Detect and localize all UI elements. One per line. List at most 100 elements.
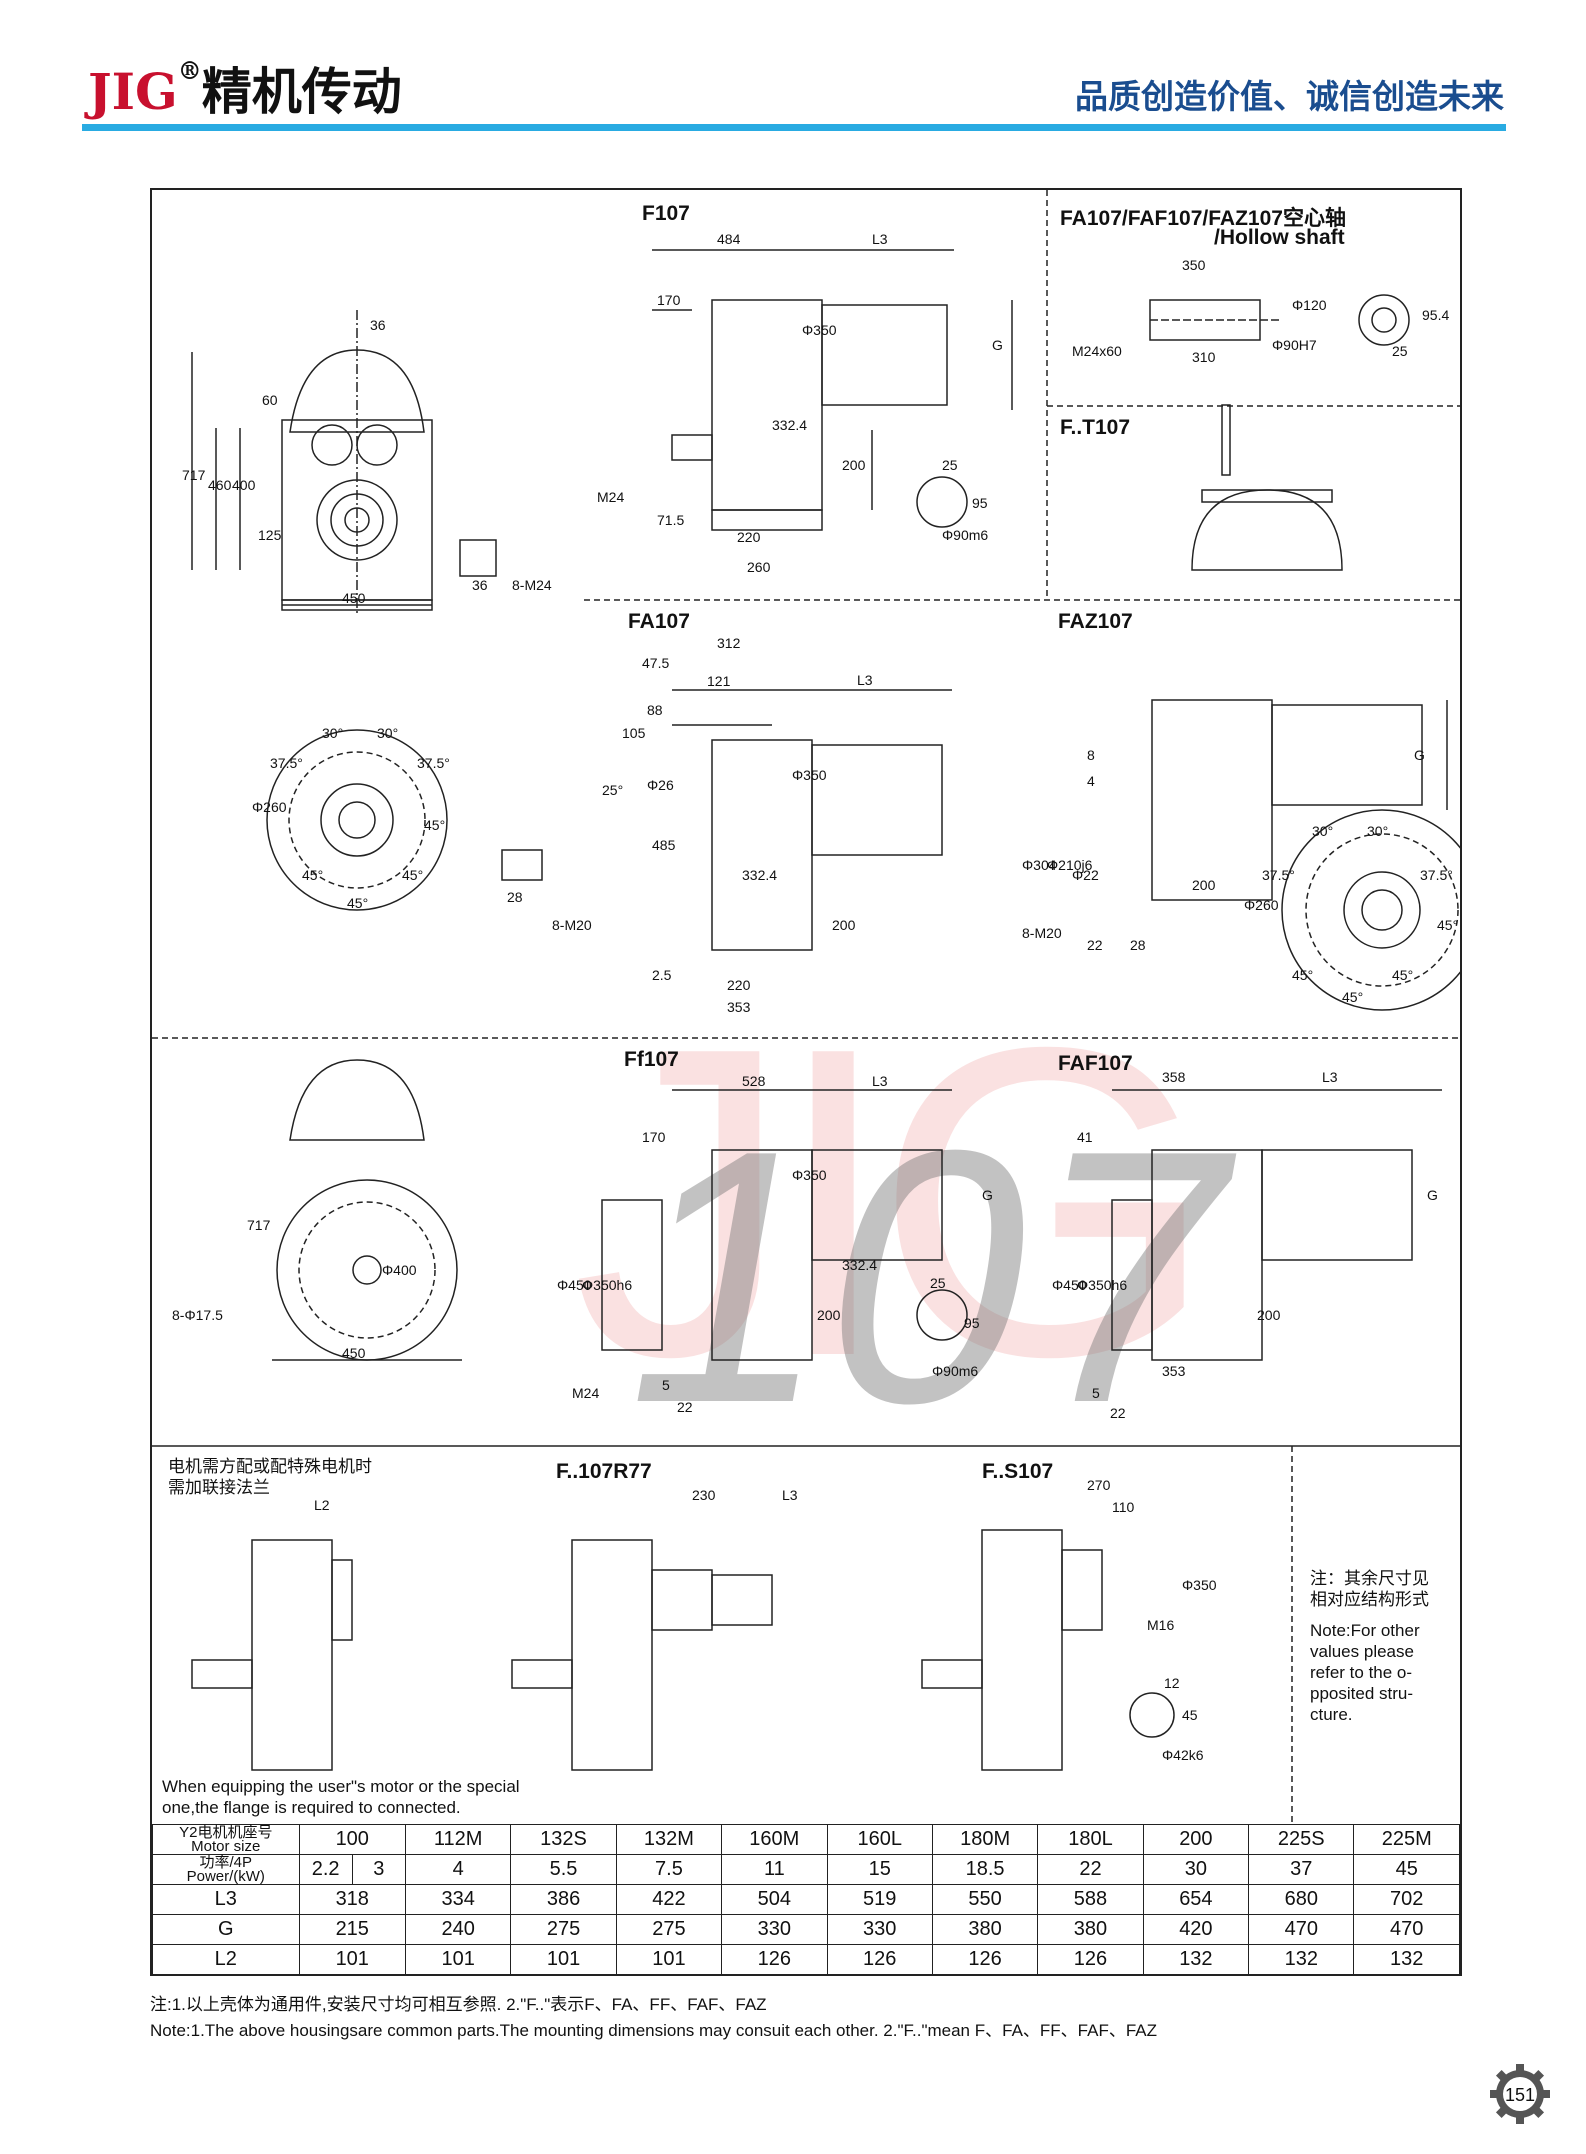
brand-logo: JIG®精机传动 xyxy=(88,52,402,124)
table-cell: 330 xyxy=(826,1914,933,1945)
title-f107: F107 xyxy=(642,202,690,225)
title-ft107: F..T107 xyxy=(1060,416,1131,439)
front-dim: 36 xyxy=(370,317,386,333)
note-line: 相对应结构形式 xyxy=(1310,1590,1429,1609)
f107-key-dim: Φ90m6 xyxy=(942,527,988,543)
table-cell: 654 xyxy=(1142,1884,1250,1915)
ff107-dim: Φ350 xyxy=(792,1167,827,1183)
brand-code: JIG xyxy=(88,62,178,121)
note-line: refer to the o- xyxy=(1310,1663,1413,1682)
ff107-dim: 528 xyxy=(742,1073,766,1089)
table-cell: 160L xyxy=(826,1824,933,1855)
fs107-dim: 45 xyxy=(1182,1707,1198,1723)
motor-note-en: When equipping the user"s motor or the s… xyxy=(162,1776,520,1818)
ff107-view xyxy=(601,1089,968,1361)
table-cell: 330 xyxy=(721,1914,828,1945)
table-cell: 422 xyxy=(615,1884,723,1915)
flange-right-dim: 45° xyxy=(1392,967,1413,983)
ff-front-dim: 8-Φ17.5 xyxy=(172,1307,223,1323)
table-cell: 380 xyxy=(931,1914,1039,1945)
faz107-dim: Φ304 xyxy=(1022,857,1057,873)
table-row-l2: L2 101 101 101 101 126 126 126 126 132 1… xyxy=(152,1944,1460,1975)
fa107-dim: 353 xyxy=(727,999,751,1015)
faf107-dim: 22 xyxy=(1110,1405,1126,1421)
table-cell: 7.5 xyxy=(615,1854,723,1885)
row-header: L2 xyxy=(152,1944,300,1975)
front-dim: 8-M24 xyxy=(512,577,552,593)
table-row-l3: L3 318 334 386 422 504 519 550 588 654 6… xyxy=(152,1884,1460,1915)
flange-left-dim: 45° xyxy=(347,895,368,911)
motor-flange-view xyxy=(191,1539,353,1771)
f107-dim: 200 xyxy=(842,457,866,473)
fa107-dim: 88 xyxy=(647,702,663,718)
fa107-dim: 220 xyxy=(727,977,751,993)
flange-left-dim: 8-M20 xyxy=(552,917,592,933)
table-cell: 30 xyxy=(1142,1854,1250,1885)
watermark-brand: JIG xyxy=(572,957,1216,1448)
table-cell: 275 xyxy=(510,1914,617,1945)
ff107-dim: 200 xyxy=(817,1307,841,1323)
faz107-dim: 22 xyxy=(1087,937,1103,953)
registered-mark: ® xyxy=(177,56,202,85)
front-dim: 460 xyxy=(208,477,232,493)
motor-note-cn: 电机需方配或配特殊电机时 需加联接法兰 xyxy=(168,1456,372,1498)
ff-front-view xyxy=(272,1059,462,1361)
row-header: G xyxy=(152,1914,300,1945)
fa107-dim: L3 xyxy=(857,672,873,688)
front-dim: 125 xyxy=(258,527,282,543)
other-values-note: 注：其余尺寸见 相对应结构形式 Note:For other values pl… xyxy=(1310,1568,1429,1725)
f107-key-dim: 95 xyxy=(972,495,988,511)
fr77-view xyxy=(511,1539,773,1771)
fa107-dim: 332.4 xyxy=(742,867,777,883)
hollow-dim: M24x60 xyxy=(1072,343,1122,359)
f107-dim: M24 xyxy=(597,489,624,505)
flange-left-view xyxy=(266,729,543,911)
faf107-view xyxy=(1111,1089,1442,1361)
table-cell: 180M xyxy=(931,1824,1039,1855)
fa107-dim: 47.5 xyxy=(642,655,669,671)
row-header-en: Motor size xyxy=(191,1837,261,1855)
flange-right-dim: 45° xyxy=(1437,917,1458,933)
row-header-cn: 功率/4P xyxy=(199,1853,253,1871)
ff107-dim: 170 xyxy=(642,1129,666,1145)
faf107-dim: 41 xyxy=(1077,1129,1093,1145)
table-cell: 132 xyxy=(1142,1944,1250,1975)
note-line: 注：其余尺寸见 xyxy=(1310,1569,1429,1588)
flange-left-dim: Φ260 xyxy=(252,799,287,815)
flange-right-dim: 45° xyxy=(1342,989,1363,1005)
f107-dim: 332.4 xyxy=(772,417,807,433)
faz107-dim: Φ210j6 xyxy=(1047,857,1093,873)
table-cell: 126 xyxy=(931,1944,1039,1975)
flange-right-dim: 37.5° xyxy=(1262,867,1295,883)
table-cell: 160M xyxy=(721,1824,828,1855)
table-cell: 132S xyxy=(510,1824,617,1855)
hollow-dim: 310 xyxy=(1192,349,1216,365)
flange-left-dim: 37.5° xyxy=(270,755,303,771)
faf107-dim: 358 xyxy=(1162,1069,1186,1085)
fr77-dim: L3 xyxy=(782,1487,798,1503)
faf107-dim: Φ350h6 xyxy=(1077,1277,1127,1293)
table-cell: 126 xyxy=(1037,1944,1144,1975)
note-line: Note:For other xyxy=(1310,1621,1420,1640)
hollow-dim: 25 xyxy=(1392,343,1408,359)
table-row-g: G 215 240 275 275 330 330 380 380 420 47… xyxy=(152,1914,1460,1945)
table-cell: 101 xyxy=(510,1944,617,1975)
table-cell: 215 xyxy=(298,1914,406,1945)
table-cell: 11 xyxy=(721,1854,828,1885)
faz107-dim: 8 xyxy=(1087,747,1095,763)
f107-key-dim: 25 xyxy=(942,457,958,473)
title-fr77: F..107R77 xyxy=(556,1460,652,1483)
flange-right-dim: 30° xyxy=(1367,823,1388,839)
hollow-dim: Φ90H7 xyxy=(1272,337,1317,353)
table-cell: 318 xyxy=(298,1884,406,1915)
front-dim: 60 xyxy=(262,392,278,408)
ff107-dim: 5 xyxy=(662,1377,670,1393)
motor-note-en-line: When equipping the user"s motor or the s… xyxy=(162,1777,520,1796)
fs107-dim: Φ42k6 xyxy=(1162,1747,1204,1763)
faf107-dim: Φ450 xyxy=(1052,1277,1087,1293)
table-cell: 386 xyxy=(510,1884,617,1915)
hollow-dim: Φ120 xyxy=(1292,297,1327,313)
flange-right-dim: Φ260 xyxy=(1244,897,1279,913)
faf107-dim: 200 xyxy=(1257,1307,1281,1323)
